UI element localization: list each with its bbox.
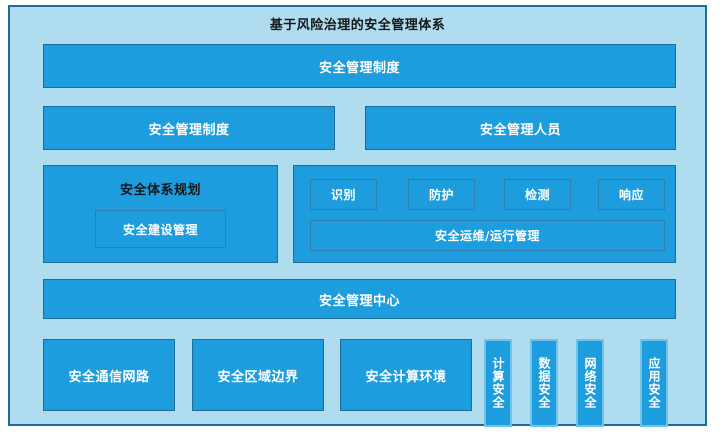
pillar-computing-security-label: 计算安全 bbox=[491, 357, 505, 409]
pillar-application-security[interactable]: 应用安全 bbox=[640, 339, 668, 427]
heading-security-system-planning: 安全体系规划 bbox=[119, 183, 201, 198]
diagram-frame: 基于风险治理的安全管理体系 安全管理制度 安全管理制度 安全管理人员 安全体系规… bbox=[8, 5, 707, 427]
block-security-management-personnel[interactable]: 安全管理人员 bbox=[365, 106, 676, 150]
pillar-network-security-label: 网络安全 bbox=[583, 357, 597, 409]
pillar-data-security[interactable]: 数据安全 bbox=[530, 339, 558, 427]
block-stage-identify[interactable]: 识别 bbox=[310, 179, 377, 210]
block-stage-respond[interactable]: 响应 bbox=[598, 179, 665, 210]
block-security-management-system-top[interactable]: 安全管理制度 bbox=[43, 44, 676, 88]
pillar-application-security-label: 应用安全 bbox=[647, 357, 661, 409]
block-security-operation-management[interactable]: 安全运维/运行管理 bbox=[310, 220, 665, 251]
block-security-management-center[interactable]: 安全管理中心 bbox=[43, 279, 676, 319]
block-secure-communication-network[interactable]: 安全通信网路 bbox=[43, 339, 175, 411]
pillar-network-security[interactable]: 网络安全 bbox=[576, 339, 604, 427]
block-security-management-system[interactable]: 安全管理制度 bbox=[43, 106, 335, 150]
pillar-computing-security[interactable]: 计算安全 bbox=[484, 339, 512, 427]
diagram-title: 基于风险治理的安全管理体系 bbox=[269, 18, 446, 33]
block-stage-detect[interactable]: 检测 bbox=[504, 179, 571, 210]
pillar-data-security-label: 数据安全 bbox=[537, 357, 551, 409]
block-security-construction-management[interactable]: 安全建设管理 bbox=[95, 210, 226, 248]
block-secure-area-boundary[interactable]: 安全区域边界 bbox=[192, 339, 324, 411]
block-stage-protect[interactable]: 防护 bbox=[408, 179, 475, 210]
block-secure-computing-environment[interactable]: 安全计算环境 bbox=[340, 339, 472, 411]
